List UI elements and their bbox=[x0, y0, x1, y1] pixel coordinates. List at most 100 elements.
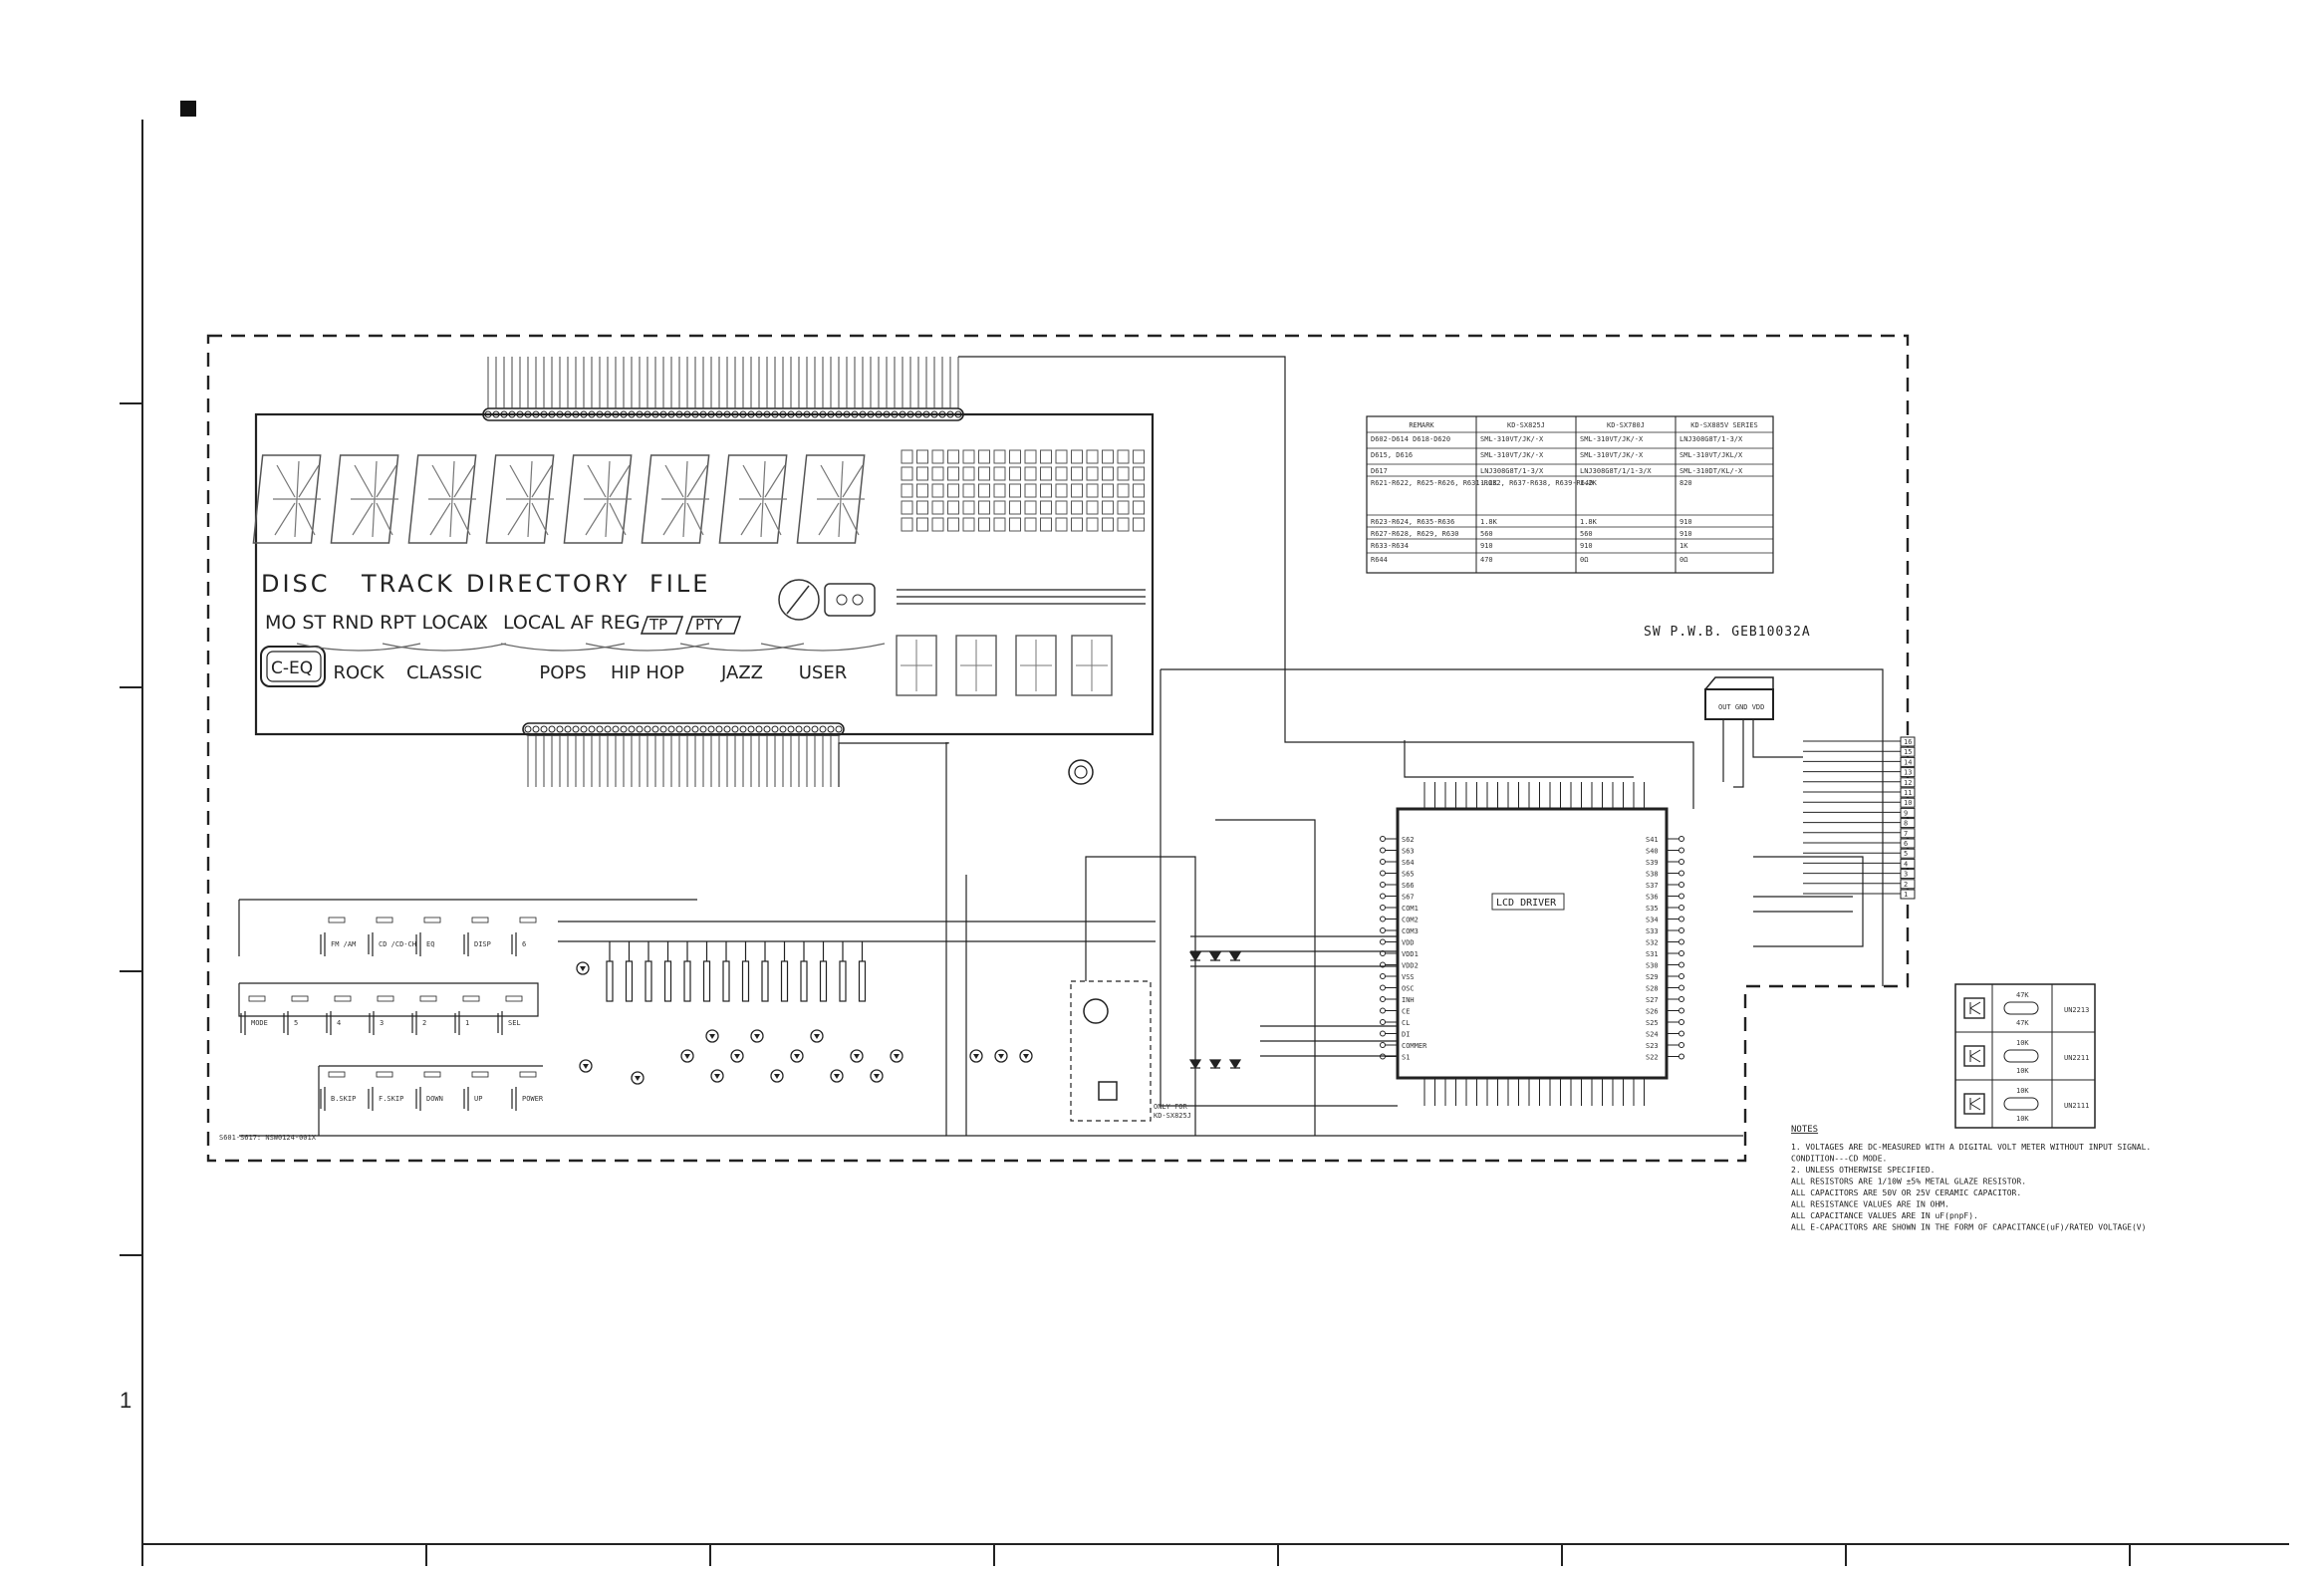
led-icon bbox=[705, 1029, 719, 1043]
tr-r1: 10K bbox=[2016, 1039, 2029, 1047]
note-line: ALL E-CAPACITORS ARE SHOWN IN THE FORM O… bbox=[1791, 1223, 2146, 1232]
dot-matrix-cell bbox=[1071, 483, 1083, 498]
spec-table-cell: 1K bbox=[1679, 542, 1688, 550]
led-resistor bbox=[683, 960, 691, 1002]
ic-pins-left: S62S63S64S65S66S67COM1COM2COM3VDDVDD1VDD… bbox=[1380, 836, 1427, 1062]
led-resistor bbox=[761, 960, 769, 1002]
connector-pin-label: 12 bbox=[1904, 779, 1912, 787]
ic-pin-label-right: S35 bbox=[1646, 905, 1659, 913]
connector-pin bbox=[683, 725, 691, 733]
led-icon bbox=[890, 1049, 904, 1063]
note-line: 1. VOLTAGES ARE DC-MEASURED WITH A DIGIT… bbox=[1791, 1143, 2151, 1152]
ic-pins-right: S41S40S39S38S37S36S35S34S33S32S31S30S29S… bbox=[1646, 836, 1684, 1062]
spec-table-cell: 1.8K bbox=[1580, 518, 1598, 526]
dot-matrix-cell bbox=[931, 449, 944, 464]
note-line: CONDITION---CD MODE. bbox=[1791, 1155, 1887, 1164]
switch-label: DISP bbox=[474, 940, 491, 948]
connector-pin bbox=[628, 725, 636, 733]
lcd-label-track: TRACK bbox=[361, 570, 455, 598]
notes: NOTES 1. VOLTAGES ARE DC-MEASURED WITH A… bbox=[1791, 1125, 2151, 1232]
note-line: ALL CAPACITORS ARE 50V OR 25V CERAMIC CA… bbox=[1791, 1188, 2021, 1197]
led-resistor bbox=[780, 960, 789, 1002]
digit-segments bbox=[739, 460, 787, 538]
wire bbox=[1753, 856, 1864, 947]
spec-table-cell: SML-310VT/JK/-X bbox=[1580, 451, 1644, 459]
eq-mode-label: HIP HOP bbox=[611, 662, 684, 683]
dot-matrix-cell bbox=[1102, 449, 1114, 464]
lcd-row1-labels: DISC TRACK DIRECTORY FILE bbox=[261, 570, 710, 598]
switch-resistor bbox=[423, 917, 441, 923]
spec-table-cell: LNJ308G8T/1-3/X bbox=[1679, 435, 1743, 443]
lcd-digit bbox=[563, 454, 633, 544]
ic-pin-label-right: S32 bbox=[1646, 939, 1659, 947]
page-frame bbox=[141, 120, 2289, 1566]
dot-matrix-cell bbox=[1055, 483, 1068, 498]
ic-pin-dot bbox=[1678, 870, 1684, 877]
dot-matrix-cell bbox=[916, 483, 928, 498]
connector-pin bbox=[755, 725, 763, 733]
spec-table-cell: R621-R622, R625-R626, R631-R632, R637-R6… bbox=[1371, 479, 1593, 487]
switch-label: 2 bbox=[422, 1019, 426, 1027]
ic-pin-label-left: COM1 bbox=[1402, 905, 1419, 913]
led-icon bbox=[770, 1069, 784, 1083]
lcd-small-digits bbox=[896, 635, 1113, 696]
spec-table-cell: SML-310DT/KL/-X bbox=[1679, 467, 1743, 475]
switch-label: 4 bbox=[337, 1019, 341, 1027]
led-diode-icon bbox=[794, 1054, 800, 1059]
spec-table-cell: 820 bbox=[1679, 479, 1692, 487]
dot-matrix-cell bbox=[1117, 449, 1130, 464]
connector-pin-label: 14 bbox=[1904, 758, 1912, 766]
connector-pin bbox=[707, 725, 715, 733]
digit-segments bbox=[351, 460, 398, 538]
dot-matrix-cell bbox=[1086, 466, 1099, 481]
connector-pin bbox=[763, 725, 771, 733]
spec-table-cell: LNJ308G8T/1-3/X bbox=[1480, 467, 1544, 475]
ic-pin-label-right: S37 bbox=[1646, 882, 1659, 890]
ic-pin-dot bbox=[1380, 1042, 1386, 1048]
led-icon bbox=[680, 1049, 694, 1063]
tr-table-border bbox=[1954, 983, 2096, 1129]
eq-mode-label: CLASSIC bbox=[406, 662, 482, 683]
dot-matrix-cell bbox=[947, 517, 959, 532]
spec-table-cell: 1.8K bbox=[1480, 518, 1498, 526]
dot-matrix-cell bbox=[1024, 483, 1037, 498]
connector-pin bbox=[723, 725, 731, 733]
ic-pin-dot bbox=[1678, 1019, 1684, 1025]
note-line: ALL CAPACITANCE VALUES ARE IN uF(pnpF). bbox=[1791, 1211, 1978, 1220]
switch-label: 3 bbox=[380, 1019, 384, 1027]
speaker-cone-icon bbox=[1074, 765, 1088, 779]
wire bbox=[238, 982, 539, 1017]
spec-table-cell: 0Ω bbox=[1580, 556, 1588, 564]
spec-table-cell: 560 bbox=[1480, 530, 1493, 538]
connector-pin-label: 6 bbox=[1904, 840, 1908, 848]
spec-table-cell: SML-310VT/JK/-X bbox=[1480, 435, 1544, 443]
dot-matrix-cell bbox=[1071, 517, 1083, 532]
dot-matrix-cell bbox=[978, 449, 990, 464]
dot-matrix-cell bbox=[1071, 466, 1083, 481]
switch-resistor bbox=[471, 917, 489, 923]
small-digit-segments bbox=[1076, 640, 1108, 691]
led-icon bbox=[830, 1069, 844, 1083]
ic-pin-dot bbox=[1380, 996, 1386, 1002]
dot-matrix-cell bbox=[1117, 500, 1130, 515]
zone-number: 1 bbox=[120, 1388, 131, 1413]
dot-matrix-cell bbox=[1117, 466, 1130, 481]
dot-matrix-cell bbox=[1009, 449, 1021, 464]
dot-matrix-cell bbox=[1117, 517, 1130, 532]
dot-matrix-cell bbox=[1133, 449, 1145, 464]
connector-pin bbox=[532, 725, 540, 733]
diode-icon bbox=[1228, 951, 1242, 962]
dot-matrix-cell bbox=[1086, 449, 1099, 464]
diode-icon bbox=[1208, 1059, 1222, 1070]
ic-pin-dot bbox=[1380, 870, 1386, 877]
ic-pin-dot bbox=[1380, 882, 1386, 888]
lcd-status-labels-b: LOCAL AF REG bbox=[503, 612, 641, 634]
wire bbox=[1085, 856, 1196, 1136]
spec-table-header: REMARK bbox=[1409, 421, 1434, 429]
connector-pin-label: 4 bbox=[1904, 860, 1908, 868]
connector-pin bbox=[747, 725, 755, 733]
lcd-label-file: FILE bbox=[649, 570, 710, 598]
lcd-digit bbox=[252, 454, 322, 544]
led-diode-icon bbox=[1023, 1054, 1029, 1059]
